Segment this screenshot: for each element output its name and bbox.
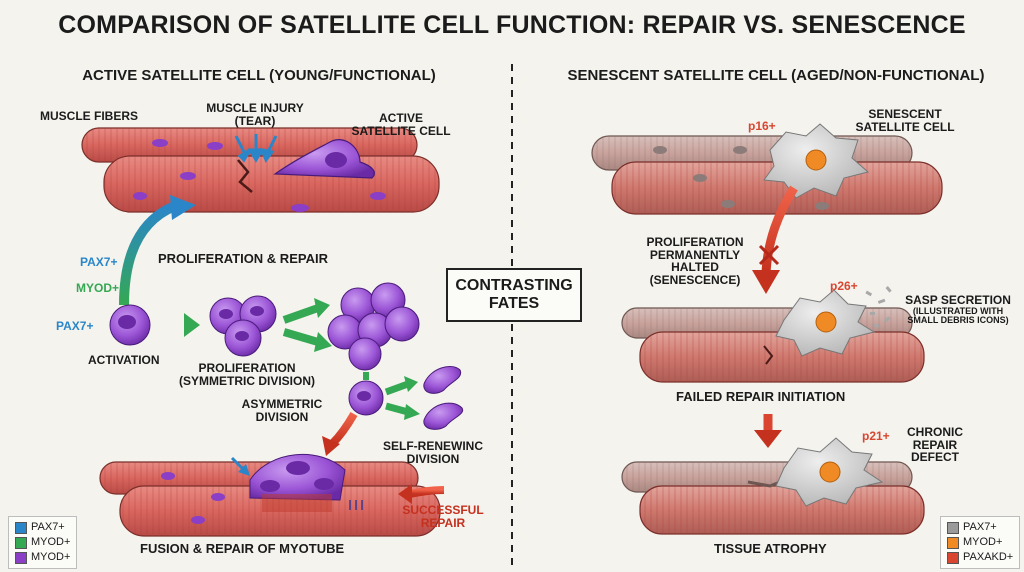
- activation-cell: [109, 304, 151, 346]
- label-sasp: SASP SECRETION (ILLUSTRATED WITH SMALL D…: [905, 293, 1011, 326]
- label-proliferation-repair: PROLIFERATION & REPAIR: [158, 251, 328, 266]
- legend-item: PAXAKD+: [947, 550, 1013, 565]
- sasp-debris-icons: [865, 286, 892, 328]
- legend-item: MYOD+: [15, 535, 70, 550]
- self-renew-cells: [423, 366, 464, 430]
- label-failed-repair: FAILED REPAIR INITIATION: [676, 389, 846, 404]
- active-satellite-cell: [273, 139, 375, 179]
- page-title: COMPARISON OF SATELLITE CELL FUNCTION: R…: [58, 11, 966, 39]
- repair-curve-arrow: [119, 201, 178, 306]
- legend-item: PAX7+: [947, 520, 1013, 535]
- left-heading: ACTIVE SATELLITE CELL (YOUNG/FUNCTIONAL): [82, 67, 436, 84]
- halted-red-arrow: [761, 185, 798, 273]
- label-muscle-injury: MUSCLE INJURY(TEAR): [206, 101, 304, 128]
- legend-swatch: [15, 536, 27, 549]
- legend-item: MYOD+: [15, 550, 70, 565]
- senescent-cell-mid: [775, 289, 876, 357]
- legend-swatch: [947, 551, 959, 564]
- senescent-fibers-top: [591, 135, 943, 215]
- senescent-cell-top: [763, 123, 870, 199]
- atrophy-fibers: [621, 461, 925, 535]
- senescent-fibers-mid: [621, 307, 925, 383]
- proliferation-arrows: [282, 298, 332, 352]
- halt-x-icon: [758, 244, 780, 266]
- injury-arrows: [234, 134, 278, 164]
- marker-pax7-top: PAX7+: [80, 255, 118, 269]
- asymmetric-cell: [348, 380, 384, 416]
- legend-left: PAX7+ MYOD+ MYOD+: [8, 516, 78, 569]
- legend-swatch: [15, 551, 27, 564]
- marker-pax7-bottom: PAX7+: [56, 319, 94, 333]
- legend-swatch: [15, 521, 27, 534]
- fusion-red-arrow: [329, 412, 358, 447]
- legend-right: PAX7+ MYOD+ PAXAKD+: [940, 516, 1021, 569]
- senescent-cell-bottom: [775, 437, 884, 507]
- label-proliferation: PROLIFERATION(SYMMETRIC DIVISION): [178, 361, 315, 388]
- successful-repair-arrow: [409, 486, 445, 498]
- muscle-fibers-top: [81, 127, 440, 213]
- right-heading: SENESCENT SATELLITE CELL (AGED/NON-FUNCT…: [567, 67, 985, 84]
- proliferation-cluster: [209, 295, 277, 357]
- legend-swatch: [947, 521, 959, 534]
- label-muscle-fibers: MUSCLE FIBERS: [40, 109, 139, 123]
- second-cluster: [327, 282, 420, 371]
- self-renew-arrows: [384, 376, 420, 420]
- marker-p16: p16+: [748, 119, 776, 133]
- label-activation: ACTIVATION: [88, 353, 160, 367]
- legend-item: MYOD+: [947, 535, 1013, 550]
- label-fusion: FUSION & REPAIR OF MYOTUBE: [140, 541, 345, 556]
- label-tissue-atrophy: TISSUE ATROPHY: [714, 541, 827, 556]
- marker-p21: p21+: [862, 429, 890, 443]
- legend-swatch: [947, 536, 959, 549]
- myotube-fibers: [99, 453, 441, 537]
- marker-p26: p26+: [830, 279, 858, 293]
- marker-myod: MYOD+: [76, 281, 120, 295]
- legend-item: PAX7+: [15, 520, 70, 535]
